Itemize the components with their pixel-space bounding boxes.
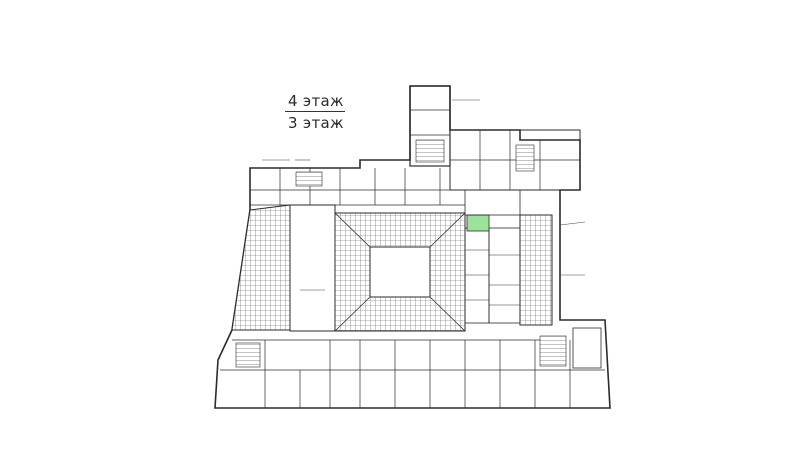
- floor-label-divider: [285, 111, 345, 112]
- left-hall-room: [289, 204, 336, 332]
- right-hatched-strip: [519, 214, 553, 326]
- courtyard-open: [369, 246, 431, 298]
- lower-floor-label: 3 этаж: [288, 114, 344, 132]
- upper-floor-label: 4 этаж: [288, 92, 344, 110]
- tower-block: [409, 85, 451, 167]
- highlighted-room[interactable]: [466, 214, 490, 232]
